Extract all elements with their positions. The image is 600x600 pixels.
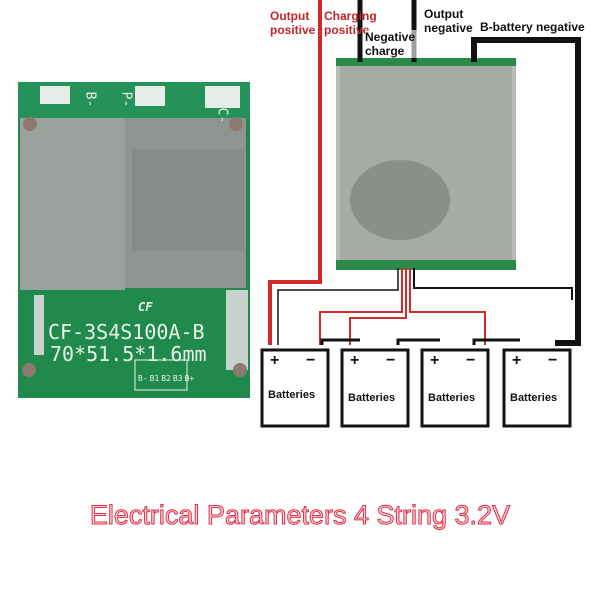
pin-label: B1 [149,374,160,383]
plus-sign: + [270,352,280,369]
label-output-positive: Output positive [270,9,316,37]
minus-sign: − [466,352,476,369]
battery-label: Batteries [510,392,558,404]
pin-label: B2 [161,374,171,383]
label-b-battery-negative: B-battery negative [480,20,585,34]
pad-label-c-minus: C- [214,107,230,124]
pin-label: B+ [184,374,195,383]
board-dimensions: 70*51.5*1.6mm [50,342,207,366]
pad-label-p-minus: P- [118,91,134,108]
board-model: CF-3S4S100A-B [48,320,205,344]
bms-board-photo [336,58,516,270]
caption: Electrical Parameters 4 String 3.2V [89,500,511,531]
battery-label: Batteries [428,392,476,404]
plus-sign: + [512,352,522,369]
minus-sign: − [306,352,316,369]
pad-label-b-minus: B- [82,91,98,108]
label-negative-charge: Negative charge [365,30,421,58]
board-logo: CF [138,300,153,314]
pin-label: B3 [172,374,183,383]
battery-label: Batteries [348,392,396,404]
plus-sign: + [430,352,440,369]
pcb-board [18,82,250,398]
minus-sign: − [548,352,558,369]
battery-cells [260,348,572,428]
label-output-negative: Output negative [424,7,473,35]
pin-label: B- [138,374,148,383]
label-charging-positive: Charging positive [324,9,377,37]
minus-sign: − [386,352,396,369]
pin-labels: B- B1 B2 B3 B+ [138,374,194,383]
battery-label: Batteries [268,389,316,401]
plus-sign: + [350,352,360,369]
